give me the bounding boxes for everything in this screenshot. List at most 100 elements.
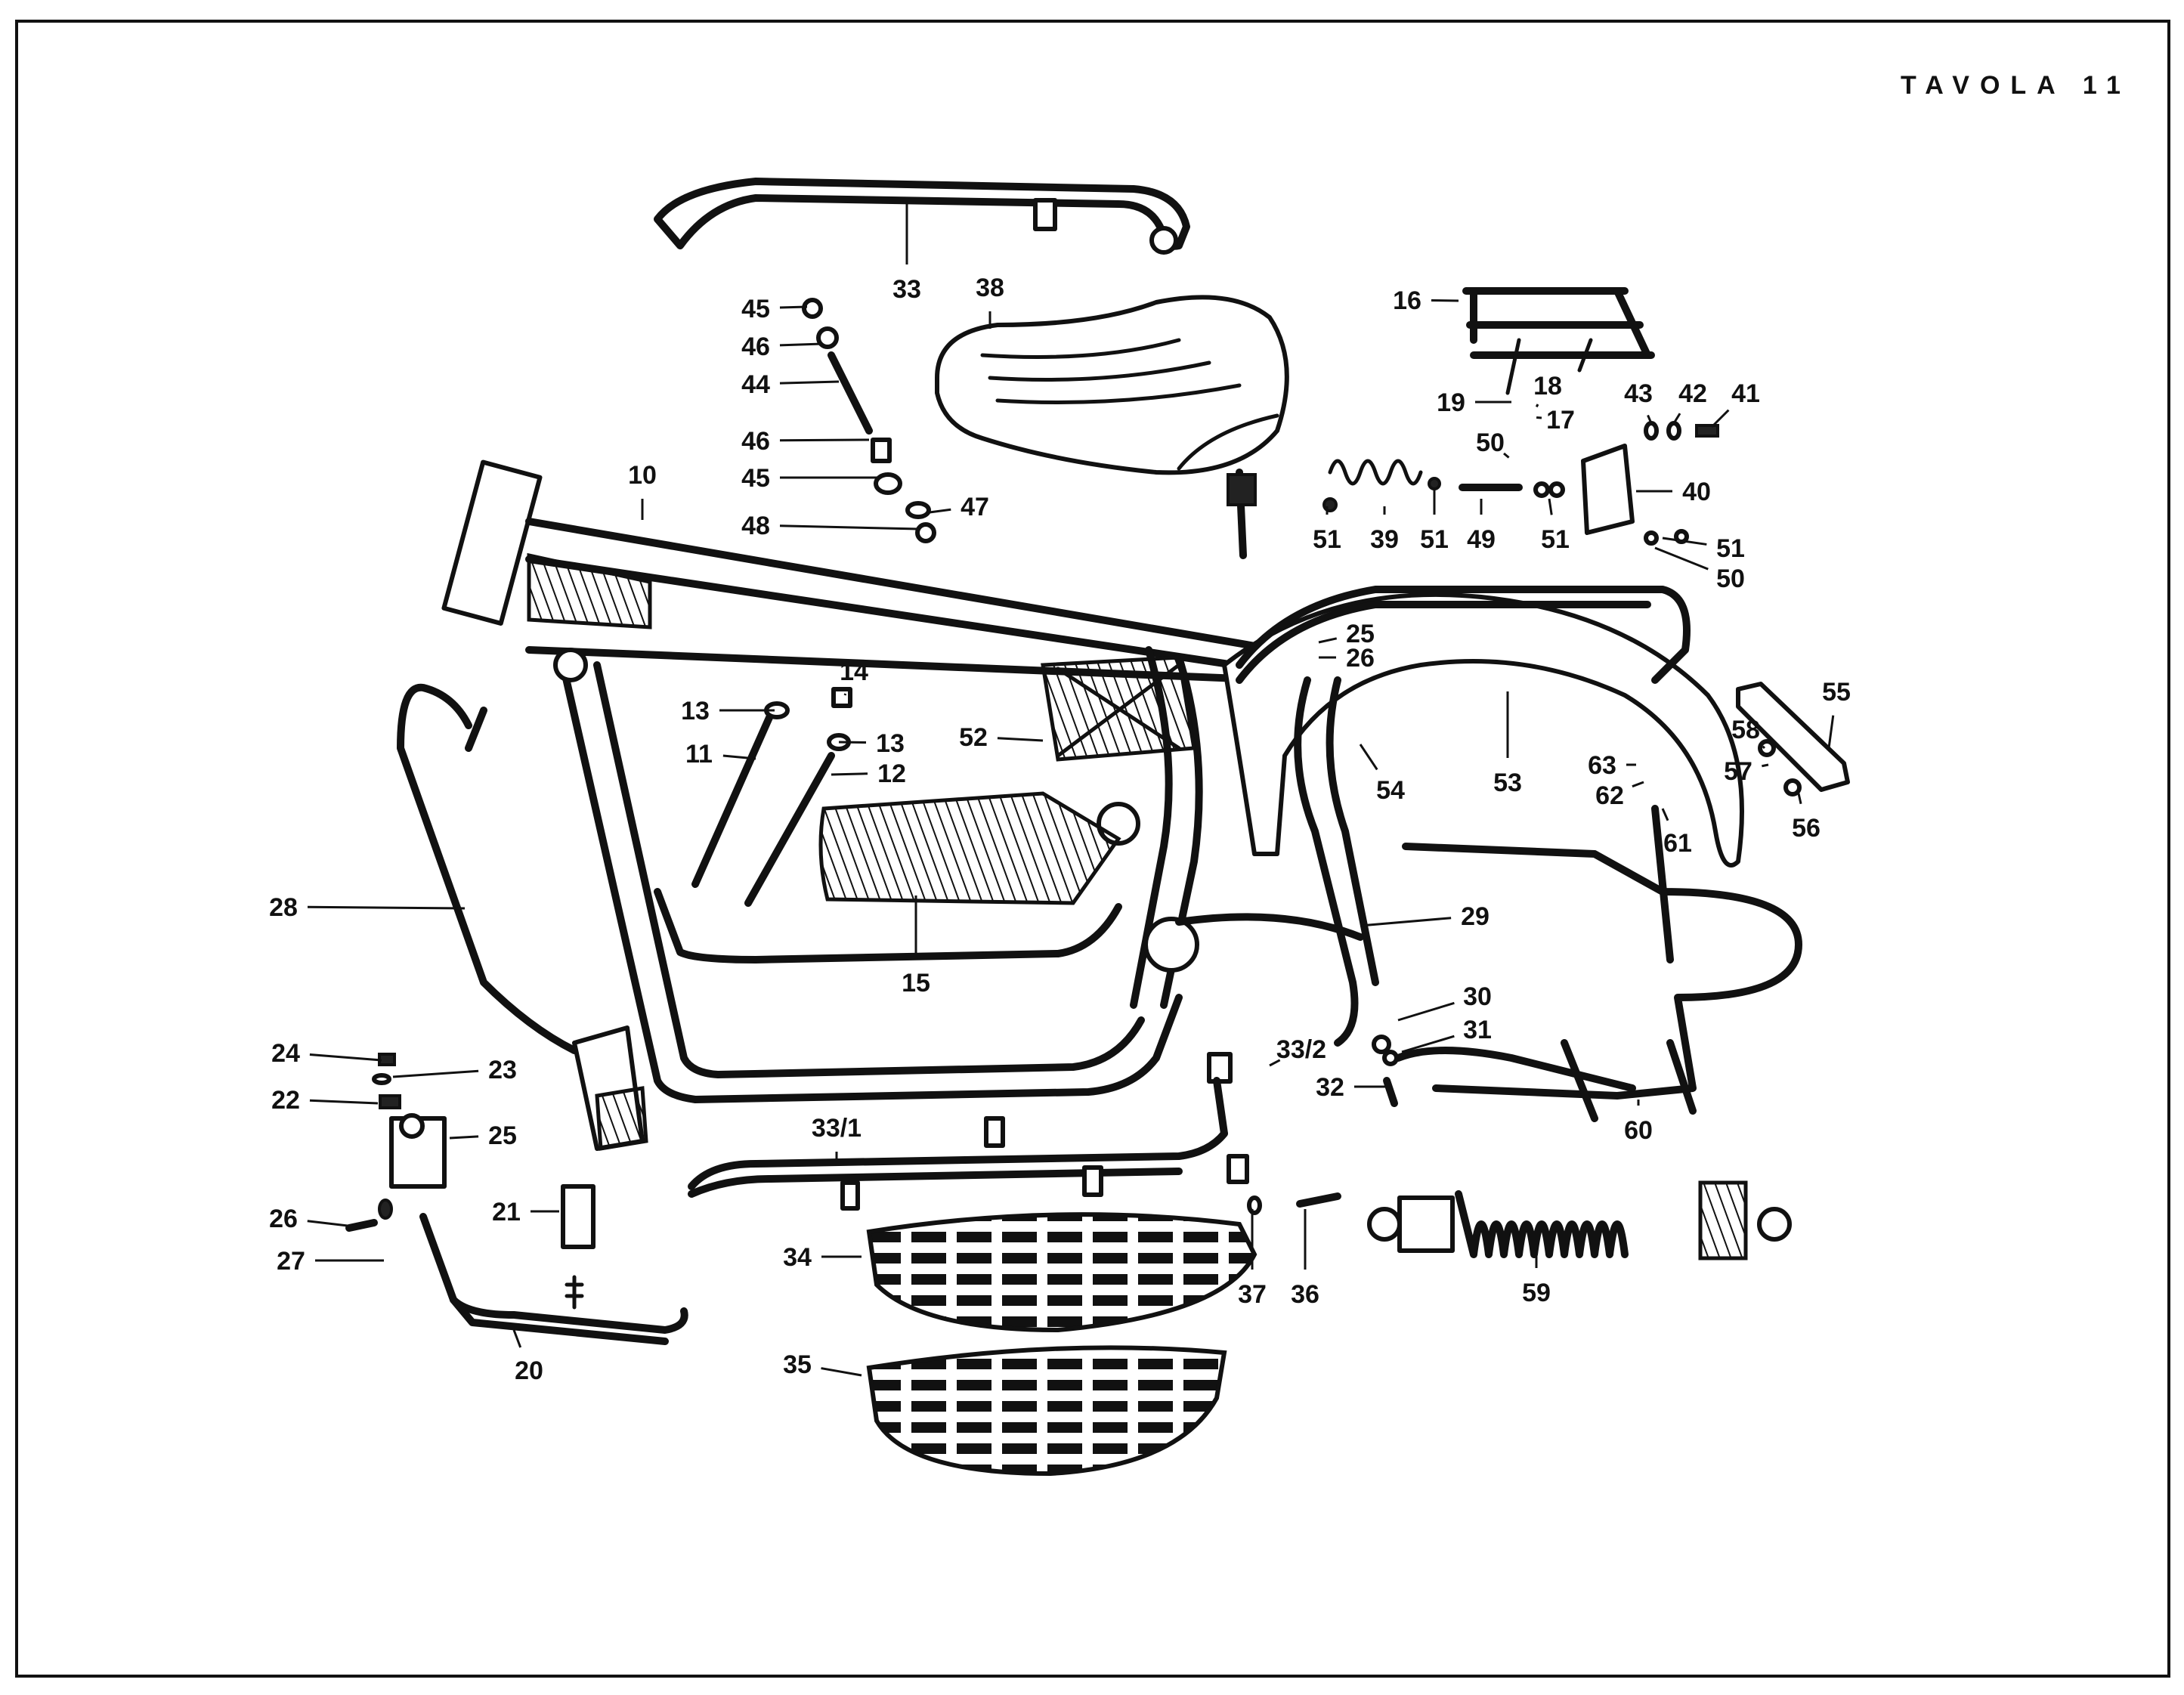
part-53-mudguard (1222, 592, 1744, 868)
leader-line-11 (722, 754, 756, 760)
callout-label-45b: 45 (741, 464, 770, 493)
leader-line-33_2 (1269, 1059, 1281, 1067)
callout-label-16: 16 (1393, 286, 1421, 315)
leader-line-25a (1318, 637, 1338, 644)
callout-label-33: 33 (892, 275, 921, 304)
callout-label-10: 10 (628, 461, 657, 490)
callout-label-46a: 46 (741, 333, 770, 361)
leader-line-62 (1632, 781, 1644, 788)
callout-label-40: 40 (1682, 478, 1711, 506)
leader-line-22 (309, 1099, 379, 1105)
callout-label-27: 27 (277, 1247, 305, 1276)
leader-line-47 (929, 508, 951, 514)
part-60-carrier (1402, 843, 1802, 1100)
callout-label-14: 14 (840, 657, 868, 686)
callout-label-54: 54 (1376, 776, 1405, 805)
part-37-washer (1247, 1195, 1262, 1215)
part-59-shock-absorber (1367, 1180, 1792, 1260)
callout-label-29: 29 (1461, 902, 1490, 931)
callout-label-24: 24 (271, 1039, 300, 1068)
callout-label-25b: 25 (488, 1121, 517, 1150)
leader-line-16 (1431, 298, 1459, 302)
leader-line-58 (1762, 745, 1766, 750)
leader-line-55 (1827, 715, 1835, 749)
callout-label-44: 44 (741, 370, 770, 399)
callout-label-53: 53 (1493, 769, 1522, 797)
part-12-rod (744, 752, 835, 907)
part-21-rubber (561, 1184, 595, 1249)
callout-label-19: 19 (1437, 388, 1465, 417)
part-55-bracket (1736, 682, 1850, 792)
page-frame (15, 20, 2170, 1678)
callout-label-43: 43 (1624, 379, 1653, 408)
leader-line-17 (1536, 416, 1542, 419)
leader-line-29 (1360, 917, 1452, 927)
leader-line-42 (1672, 413, 1681, 424)
callout-label-55: 55 (1822, 678, 1851, 707)
callout-label-26b: 26 (269, 1205, 298, 1233)
callout-label-33_2: 33/2 (1276, 1035, 1326, 1064)
leader-line-57 (1762, 763, 1769, 768)
leader-line-46a (779, 342, 823, 347)
leader-line-41 (1710, 409, 1730, 428)
callout-label-56: 56 (1792, 814, 1821, 843)
callout-label-25a: 25 (1346, 620, 1375, 648)
callout-label-37: 37 (1238, 1280, 1267, 1309)
leader-line-56 (1797, 793, 1802, 805)
callout-label-35: 35 (783, 1350, 812, 1379)
leader-line-23 (392, 1069, 479, 1078)
callout-label-31: 31 (1463, 1016, 1492, 1044)
leader-line-13b (838, 741, 867, 744)
part-34-footboard (866, 1212, 1258, 1333)
callout-label-51c: 51 (1541, 525, 1570, 554)
callout-label-30: 30 (1463, 982, 1492, 1011)
callout-label-48: 48 (741, 512, 770, 540)
page-title: TAVOLA 11 (1901, 71, 2131, 100)
leader-line-44 (779, 380, 840, 385)
callout-label-63: 63 (1588, 751, 1616, 780)
callout-label-60: 60 (1624, 1116, 1653, 1145)
part-46-bush (816, 326, 839, 349)
leader-line-20 (512, 1329, 522, 1348)
callout-label-21: 21 (492, 1198, 521, 1226)
part-40-plate (1581, 444, 1635, 535)
part-11-rod (691, 710, 775, 888)
leader-line-12 (831, 772, 868, 776)
callout-label-12: 12 (877, 759, 906, 788)
callout-label-13a: 13 (681, 697, 710, 725)
leader-line-51c (1548, 498, 1553, 515)
leader-line-52 (997, 737, 1044, 742)
callout-label-59: 59 (1522, 1279, 1551, 1307)
callout-label-20: 20 (515, 1356, 543, 1385)
leader-line-46b (779, 438, 870, 442)
leader-line-26b (307, 1220, 348, 1227)
part-33-2-spacer (1207, 1052, 1233, 1084)
callout-label-36: 36 (1291, 1280, 1319, 1309)
part-33-1-support (688, 1130, 1228, 1190)
leader-line-45a (779, 305, 808, 309)
callout-label-23: 23 (488, 1056, 517, 1084)
callout-label-38: 38 (976, 274, 1004, 302)
part-38-saddle (935, 295, 1289, 475)
part-45-nut (802, 298, 823, 319)
leader-line-14 (843, 693, 847, 696)
callout-label-47: 47 (961, 493, 989, 521)
callout-label-22: 22 (271, 1086, 300, 1115)
callout-label-42: 42 (1678, 379, 1707, 408)
callout-label-50a: 50 (1476, 428, 1505, 457)
leader-line-43 (1647, 414, 1653, 424)
leader-line-24 (309, 1053, 382, 1062)
leader-line-51d (1662, 537, 1707, 546)
part-15-panel (818, 791, 1121, 905)
callout-label-45a: 45 (741, 295, 770, 323)
callout-label-34: 34 (783, 1243, 812, 1272)
part-39-spring (1328, 459, 1423, 486)
callout-label-51d: 51 (1716, 534, 1745, 563)
callout-label-41: 41 (1731, 379, 1760, 408)
callout-label-11: 11 (685, 740, 713, 769)
leader-line-28 (307, 905, 466, 910)
callout-label-58: 58 (1731, 716, 1760, 744)
callout-label-33_1: 33/1 (812, 1114, 862, 1143)
